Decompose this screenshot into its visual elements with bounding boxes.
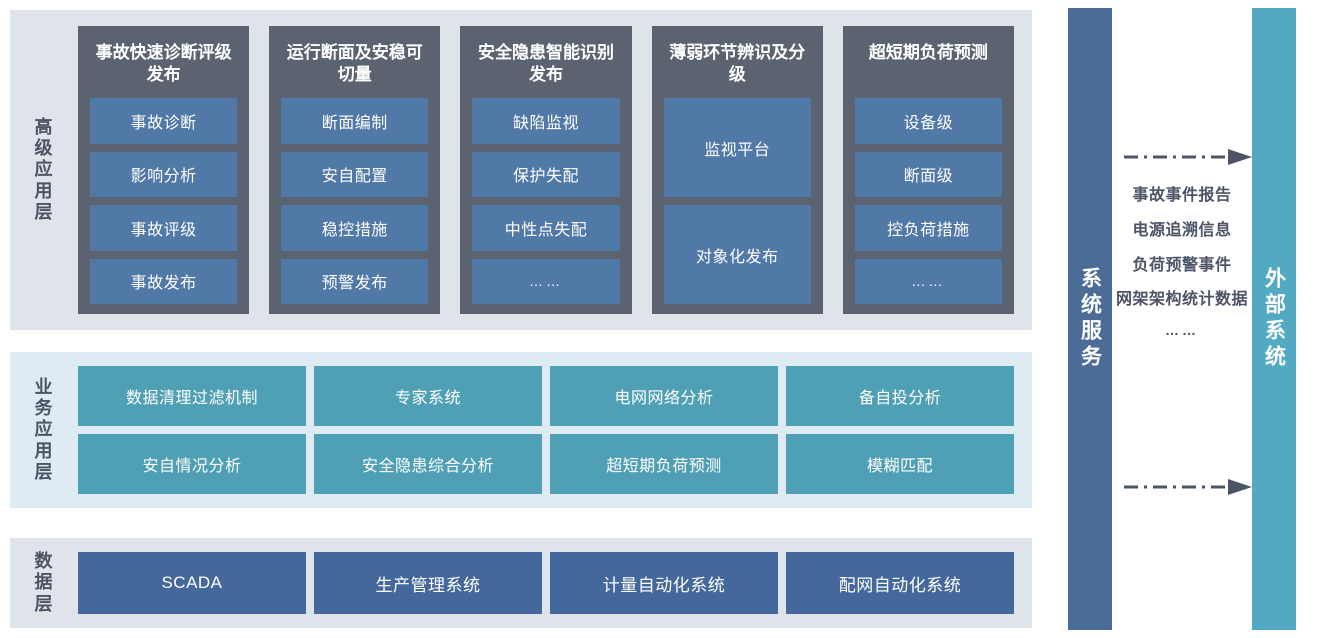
adv-item[interactable]: 控负荷措施 [854, 205, 1003, 251]
adv-column-load-forecast[interactable]: 超短期负荷预测 设备级 断面级 控负荷措施 …… [842, 26, 1015, 314]
layer-business-application: 业务应用层 数据清理过滤机制 专家系统 电网网络分析 备自投分析 安自情况分析 … [10, 352, 1032, 508]
business-item[interactable]: 模糊匹配 [786, 434, 1014, 494]
adv-item[interactable]: 缺陷监视 [472, 98, 620, 144]
adv-column-items: 事故诊断 影响分析 事故评级 事故发布 [90, 98, 238, 304]
business-item[interactable]: 数据清理过滤机制 [78, 366, 306, 426]
business-item[interactable]: 安自情况分析 [78, 434, 306, 494]
adv-column-items: 缺陷监视 保护失配 中性点失配 …… [472, 98, 620, 304]
adv-item[interactable]: 影响分析 [90, 151, 238, 197]
adv-item[interactable]: 保护失配 [472, 151, 620, 197]
layer-business-label-text: 业务应用层 [34, 376, 54, 482]
adv-item[interactable]: 事故发布 [90, 258, 238, 304]
external-system-bar[interactable]: 外部系统 [1252, 8, 1296, 630]
arrow-right-bottom-icon [1124, 479, 1252, 495]
layer-business-body: 数据清理过滤机制 专家系统 电网网络分析 备自投分析 安自情况分析 安全隐患综合… [78, 352, 1032, 508]
adv-column-title: 超短期负荷预测 [868, 43, 988, 62]
adv-item-ellipsis[interactable]: …… [472, 258, 620, 304]
adv-item[interactable]: 预警发布 [281, 258, 429, 304]
layer-advanced-label-text: 高级应用层 [34, 116, 54, 222]
adv-item[interactable]: 断面编制 [281, 98, 429, 144]
flow-label-list: 事故事件报告 电源追溯信息 负荷预警事件 网架架构统计数据 …… [1112, 186, 1252, 339]
adv-item[interactable]: 稳控措施 [281, 205, 429, 251]
service-flow-column: 事故事件报告 电源追溯信息 负荷预警事件 网架架构统计数据 …… [1112, 8, 1252, 630]
layer-advanced-application: 高级应用层 事故快速诊断评级发布 事故诊断 影响分析 事故评级 事故发布 运行断… [10, 10, 1032, 330]
adv-column-items: 断面编制 安自配置 稳控措施 预警发布 [281, 98, 429, 304]
data-item[interactable]: SCADA [78, 552, 306, 614]
layer-data-body: SCADA 生产管理系统 计量自动化系统 配网自动化系统 [78, 538, 1032, 628]
arrow-right-top-icon [1124, 149, 1252, 165]
data-item[interactable]: 生产管理系统 [314, 552, 542, 614]
adv-item-ellipsis[interactable]: …… [854, 258, 1003, 304]
flow-label-ellipsis: …… [1165, 322, 1199, 339]
layer-advanced-label: 高级应用层 [10, 10, 78, 330]
layer-business-label: 业务应用层 [10, 352, 78, 508]
system-service-bar[interactable]: 系统服务 [1068, 8, 1112, 630]
adv-column-title: 事故快速诊断评级发布 [95, 43, 232, 84]
layer-data-label-text: 数据层 [34, 551, 54, 614]
flow-label-power-source-trace: 电源追溯信息 [1132, 221, 1232, 239]
data-item[interactable]: 配网自动化系统 [786, 552, 1014, 614]
flow-label-accident-report: 事故事件报告 [1132, 187, 1232, 204]
flow-label-load-warning: 负荷预警事件 [1132, 256, 1232, 274]
layer-data: 数据层 SCADA 生产管理系统 计量自动化系统 配网自动化系统 [10, 538, 1032, 628]
adv-item[interactable]: 监视平台 [663, 98, 811, 197]
external-system-bar-label: 外部系统 [1262, 267, 1286, 371]
adv-column-items: 设备级 断面级 控负荷措施 …… [854, 98, 1003, 304]
data-item[interactable]: 计量自动化系统 [550, 552, 778, 614]
layer-data-label: 数据层 [10, 538, 78, 628]
adv-column-operation-section[interactable]: 运行断面及安稳可切量 断面编制 安自配置 稳控措施 预警发布 [269, 26, 441, 314]
adv-item[interactable]: 中性点失配 [472, 205, 620, 251]
business-item[interactable]: 安全隐患综合分析 [314, 434, 542, 494]
adv-item[interactable]: 事故诊断 [90, 98, 238, 144]
flow-label-grid-statistics: 网架架构统计数据 [1115, 291, 1248, 309]
adv-column-items: 监视平台 对象化发布 [663, 98, 811, 304]
adv-item[interactable]: 设备级 [854, 98, 1003, 144]
business-item[interactable]: 电网网络分析 [550, 366, 778, 426]
adv-item[interactable]: 对象化发布 [663, 205, 811, 304]
adv-item[interactable]: 安自配置 [281, 151, 429, 197]
business-item[interactable]: 超短期负荷预测 [550, 434, 778, 494]
adv-item[interactable]: 断面级 [854, 151, 1003, 197]
adv-column-accident-diagnosis[interactable]: 事故快速诊断评级发布 事故诊断 影响分析 事故评级 事故发布 [78, 26, 250, 314]
business-item[interactable]: 备自投分析 [786, 366, 1014, 426]
adv-column-title: 运行断面及安稳可切量 [286, 43, 423, 84]
adv-column-weak-link[interactable]: 薄弱环节辨识及分级 监视平台 对象化发布 [651, 26, 823, 314]
adv-column-hidden-danger[interactable]: 安全隐患智能识别发布 缺陷监视 保护失配 中性点失配 …… [460, 26, 632, 314]
adv-column-title: 薄弱环节辨识及分级 [669, 43, 806, 84]
adv-column-title: 安全隐患智能识别发布 [478, 43, 614, 84]
layer-advanced-body: 事故快速诊断评级发布 事故诊断 影响分析 事故评级 事故发布 运行断面及安稳可切… [78, 10, 1032, 330]
adv-item[interactable]: 事故评级 [90, 205, 238, 251]
system-service-bar-label: 系统服务 [1078, 267, 1102, 371]
business-item[interactable]: 专家系统 [314, 366, 542, 426]
